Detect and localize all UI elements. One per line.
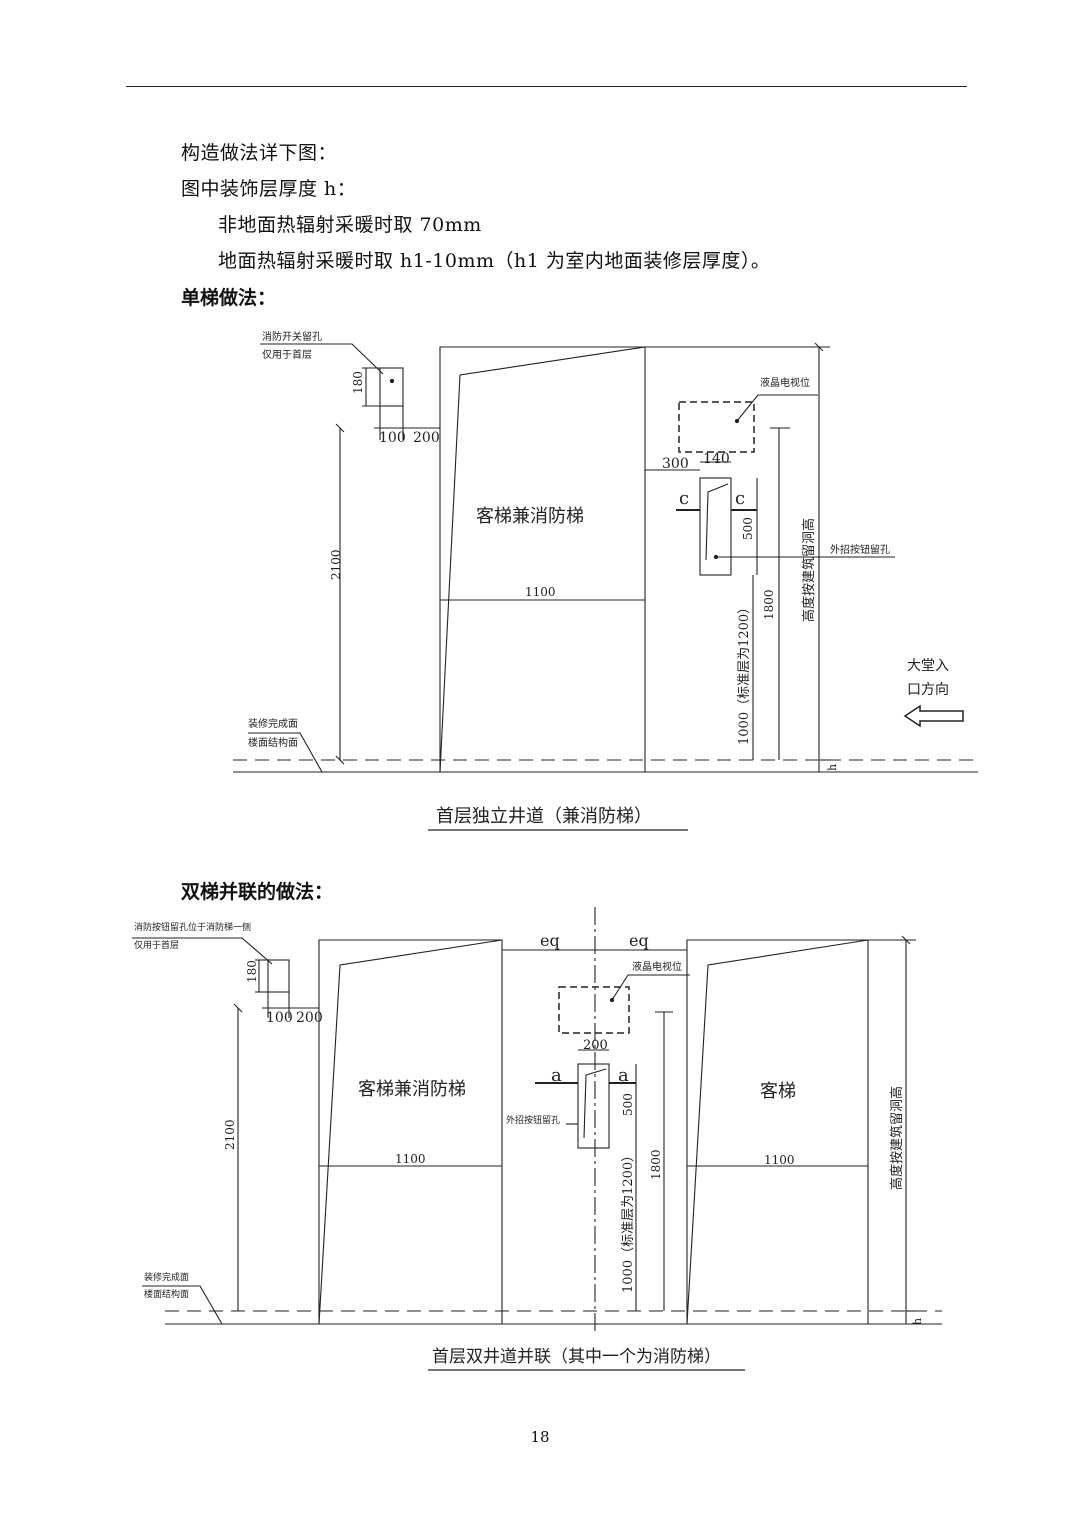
elevator-opening: [439, 346, 646, 772]
page-number: 18: [530, 1428, 550, 1446]
door-leaf: [439, 346, 646, 773]
dim-180: 180: [245, 960, 259, 983]
door-leaf-left: [318, 939, 503, 1325]
dim-200: 200: [296, 1010, 323, 1026]
structure-surface-label: 楼面结构面: [144, 1288, 189, 1300]
call-button-hole: [699, 477, 732, 576]
section-mark-a-left: a: [551, 1065, 562, 1086]
leader-floor: [142, 1285, 223, 1325]
section-mark-a-right: a: [618, 1065, 629, 1086]
dim-tick: [901, 935, 911, 945]
dim-1800: 1800: [762, 589, 776, 620]
section2-heading: 双梯并联的做法：: [181, 881, 334, 903]
dim-1100: 1100: [525, 585, 556, 599]
intro-line-4: 地面热辐射采暖时取 h1-10mm（h1 为室内地面装修层厚度）。: [218, 250, 771, 272]
dim-140: 140: [703, 451, 730, 467]
dim-1000: 1000（标准层为1200）: [737, 601, 752, 745]
lcd-label: 液晶电视位: [760, 376, 810, 389]
leader-lcd: [736, 394, 818, 422]
header-rule: [126, 86, 967, 87]
section-mark-c-left: c: [679, 488, 689, 509]
call-button-hole: [577, 1063, 610, 1149]
dim-200: 200: [413, 430, 440, 446]
dim-h: h: [826, 764, 839, 771]
structure-surface-label: 楼面结构面: [248, 736, 298, 749]
intro-line-1: 构造做法详下图：: [181, 142, 338, 164]
note-switch-line1: 消防开关留孔: [262, 330, 322, 343]
elevator1-label: 客梯兼消防梯: [358, 1079, 466, 1100]
note-button-line1: 消防按钮留孔位于消防梯一侧: [134, 921, 251, 933]
dim-height: 高度按建筑留洞高: [889, 1086, 905, 1190]
dim-1100-left: 1100: [395, 1152, 426, 1166]
lcd-label: 液晶电视位: [632, 960, 682, 973]
lcd-position-box: [678, 401, 755, 453]
elevator-opening-right: [686, 939, 869, 1324]
finish-surface-label: 装修完成面: [144, 1271, 189, 1283]
door-leaf-right: [686, 939, 869, 1325]
dim-eq-right: eq: [629, 931, 649, 950]
finish-surface-label: 装修完成面: [248, 717, 298, 730]
dim-1100-right: 1100: [764, 1153, 795, 1167]
caption-2: 首层双井道并联（其中一个为消防梯）: [432, 1347, 721, 1367]
leader-lcd: [611, 974, 690, 1001]
fire-button-box: [267, 959, 290, 993]
dim-tick: [335, 423, 345, 433]
fire-switch-box: [379, 367, 404, 407]
lobby-line1: 大堂入: [907, 658, 949, 674]
elevator-label: 客梯兼消防梯: [476, 506, 584, 527]
leader-switch-note: [260, 343, 384, 375]
dim-500: 500: [741, 517, 755, 540]
drawing-single-elevator: [233, 342, 978, 831]
note-button-line2: 仅用于首层: [134, 939, 179, 951]
lcd-position-box: [558, 986, 630, 1034]
section1-heading: 单梯做法：: [181, 287, 277, 309]
dim-2100: 2100: [223, 1119, 237, 1150]
dim-100: 100: [266, 1010, 293, 1026]
dim-h: h: [911, 1318, 924, 1325]
dim-eq-left: eq: [540, 931, 560, 950]
dim-1000: 1000（标准层为1200）: [621, 1149, 636, 1293]
dim-tick: [233, 1003, 243, 1013]
lobby-arrow-icon: [903, 704, 964, 728]
lobby-line2: 口方向: [907, 682, 949, 698]
leader-button-note: [132, 937, 273, 965]
dim-tick: [335, 755, 345, 765]
section-mark-c-right: c: [735, 488, 745, 509]
caption-1: 首层独立井道（兼消防梯）: [436, 806, 652, 827]
intro-line-3: 非地面热辐射采暖时取 70mm: [218, 214, 482, 236]
button-hole-label: 外招按钮留孔: [506, 1114, 560, 1126]
elevator-opening-left: [318, 939, 503, 1324]
dim-300: 300: [662, 456, 689, 472]
button-detail: [705, 483, 729, 561]
dim-100: 100: [379, 430, 406, 446]
dim-500: 500: [621, 1093, 635, 1116]
dim-tick: [814, 342, 824, 352]
box-center-dot: [389, 378, 395, 384]
intro-line-2: 图中装饰层厚度 h：: [181, 178, 357, 200]
leader-floor: [248, 732, 323, 773]
elevator2-label: 客梯: [760, 1081, 796, 1102]
dim-200b: 200: [583, 1038, 608, 1053]
button-detail: [583, 1068, 607, 1139]
drawing-double-elevator: [132, 907, 942, 1371]
dim-1800: 1800: [649, 1149, 663, 1180]
dim-2100: 2100: [329, 549, 343, 580]
dim-height: 高度按建筑留洞高: [801, 518, 817, 622]
button-hole-label: 外招按钮留孔: [830, 543, 890, 556]
note-switch-line2: 仅用于首层: [262, 348, 312, 361]
dim-180: 180: [351, 371, 365, 394]
